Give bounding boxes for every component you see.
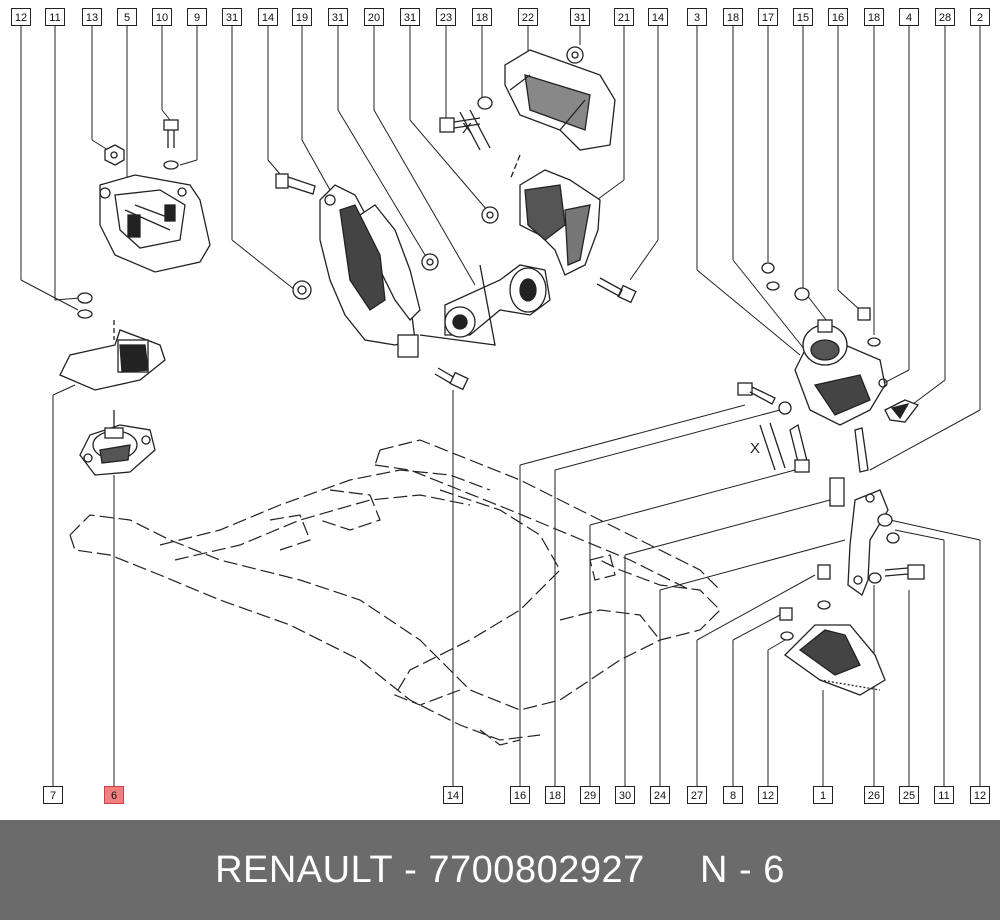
callout-bottom-18: 18 [545,786,565,804]
clip-28 [884,399,920,423]
callout-bottom-7: 7 [43,786,63,804]
callout-top-20: 20 [364,8,384,26]
footer-position-label: N - 6 [700,848,785,891]
callout-top-5: 5 [117,8,137,26]
leader-lines [20,26,981,786]
callout-top-14: 14 [258,8,278,26]
right-mount-3 [761,262,888,426]
callout-bottom-25: 25 [899,786,919,804]
callout-top-3: 3 [687,8,707,26]
nut-31-left [292,253,439,300]
bracket-7 [59,292,166,391]
callout-top-14: 14 [648,8,668,26]
callout-top-4: 4 [899,8,919,26]
callout-bottom-24: 24 [650,786,670,804]
cross-mark-top: X [459,109,491,151]
callout-bottom-8: 8 [723,786,743,804]
footer-gap [645,849,700,892]
callout-top-10: 10 [152,8,172,26]
footer-separator: - [393,848,429,891]
callout-bottom-26: 26 [864,786,884,804]
nut-13 [104,144,125,166]
callout-top-13: 13 [82,8,102,26]
spacer-30 [829,427,869,507]
bolt-14-left [275,173,316,195]
callout-bottom-1: 1 [813,786,833,804]
bracket-24 [847,489,925,597]
callout-top-18: 18 [472,8,492,26]
callout-top-23: 23 [436,8,456,26]
callout-bottom-12: 12 [970,786,990,804]
callout-top-17: 17 [758,8,778,26]
stud-29 [789,423,810,473]
svg-text:X: X [750,440,760,457]
callout-top-31: 31 [570,8,590,26]
callout-top-21: 21 [614,8,634,26]
callout-top-11: 11 [45,8,65,26]
exploded-view-drawing: X X [20,26,981,786]
bracket-22 [439,46,616,151]
callout-top-9: 9 [187,8,207,26]
callout-top-28: 28 [935,8,955,26]
subframe-dashed [69,439,721,746]
callout-bottom-16: 16 [510,786,530,804]
callout-top-2: 2 [970,8,990,26]
callout-top-31: 31 [400,8,420,26]
callout-top-16: 16 [828,8,848,26]
callout-bottom-14: 14 [443,786,463,804]
callout-bottom-12: 12 [758,786,778,804]
footer-part-number: 7700802927 [428,848,645,891]
callout-top-31: 31 [222,8,242,26]
callout-bottom-27: 27 [687,786,707,804]
lower-mount-1 [779,564,886,696]
callout-bottom-30: 30 [615,786,635,804]
bolt-16-right [737,382,792,415]
svg-text:X: X [462,120,472,137]
footer-brand: RENAULT [215,848,394,891]
bolt-14-bottom [434,367,469,391]
callout-top-18: 18 [864,8,884,26]
torque-bracket-19 [319,184,421,358]
callout-top-15: 15 [793,8,813,26]
callout-top-31: 31 [328,8,348,26]
callout-top-22: 22 [518,8,538,26]
engine-mount-6 [79,410,156,476]
torque-rod-20 [419,264,551,346]
callout-bottom-29: 29 [580,786,600,804]
callout-top-12: 12 [11,8,31,26]
bolt-10 [163,119,179,170]
callout-bottom-11: 11 [934,786,954,804]
callout-top-18: 18 [723,8,743,26]
callout-bottom-6: 6 [104,786,124,804]
cross-mark-right: X [750,422,786,471]
callout-top-19: 19 [292,8,312,26]
footer-bar: RENAULT - 7700802927 N - 6 [0,820,1000,920]
bracket-21 [481,154,637,304]
left-mount-bracket [99,174,211,273]
